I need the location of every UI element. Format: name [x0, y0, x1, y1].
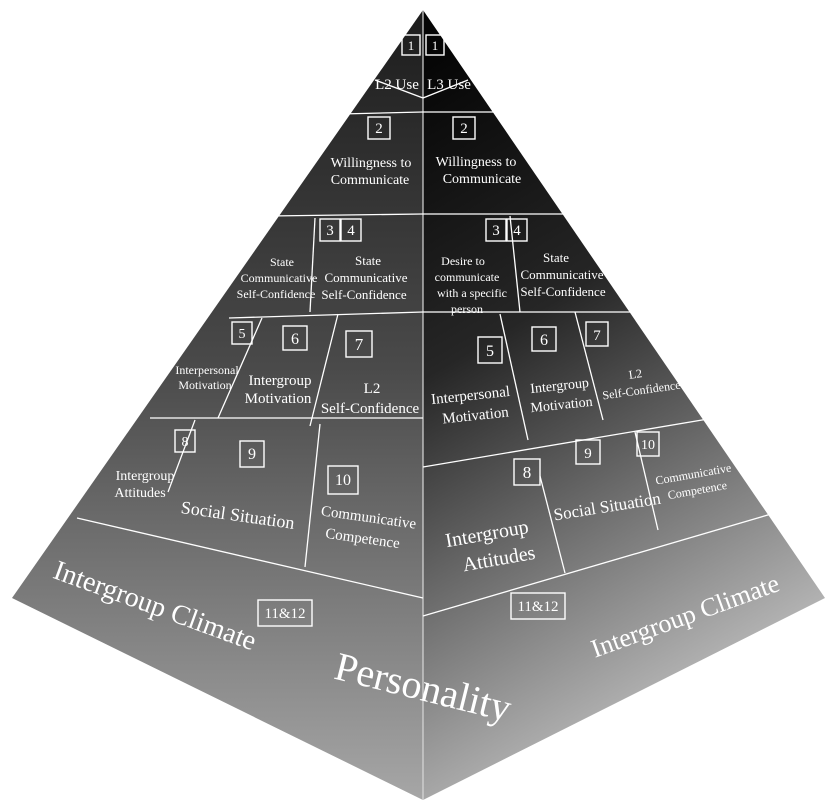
- left-6-line2: Motivation: [245, 391, 312, 407]
- right-7-line1: L2: [628, 366, 643, 382]
- right-num-6: 6: [540, 332, 548, 349]
- left-6-line1: Intergroup: [248, 373, 311, 389]
- left-label-l2-use: L2 Use: [375, 77, 419, 93]
- right-num-2: 2: [460, 121, 468, 137]
- left-8-line1: Intergroup: [116, 469, 175, 484]
- left-num-11-12: 11&12: [264, 606, 305, 622]
- right-number-boxes: [425, 34, 660, 620]
- left-number-boxes: [174, 34, 421, 627]
- right-num-11-12: 11&12: [517, 599, 558, 615]
- left-5-line2: Motivation: [178, 378, 231, 392]
- right-4-line3: Self-Confidence: [520, 284, 605, 299]
- left-3-line1: State: [270, 255, 294, 269]
- right-label-wtc-1: Willingness to: [436, 155, 517, 170]
- right-num-8: 8: [523, 463, 532, 482]
- left-face-lines: [76, 79, 424, 599]
- left-tier-4c: 7 L2 Self-Confidence: [321, 335, 420, 417]
- right-tier-3b: 4 State Communicative Self-Confidence: [513, 223, 606, 299]
- right-6-line2: Motivation: [530, 395, 593, 416]
- left-num-1: 1: [408, 38, 415, 53]
- right-tier-3a: 3 Desire to communicate with a specific …: [435, 223, 507, 316]
- left-4-line3: Self-Confidence: [321, 287, 406, 302]
- left-7-line1: L2: [364, 381, 381, 397]
- left-tier-3a: 3 State Communicative Self-Confidence: [237, 223, 334, 301]
- right-tier-2: 2 Willingness to Communicate: [436, 121, 522, 187]
- right-4-line2: Communicative: [520, 267, 603, 282]
- left-num-10: 10: [335, 472, 351, 489]
- left-5-line1: Interpersonal: [175, 363, 239, 377]
- left-num-4: 4: [347, 223, 355, 239]
- right-label-l3-use: L3 Use: [427, 77, 471, 93]
- left-3-line2: Communicative: [241, 271, 318, 285]
- right-num-5: 5: [486, 343, 494, 360]
- right-6-line1: Intergroup: [530, 376, 590, 397]
- left-num-6: 6: [291, 331, 299, 348]
- left-tier-1: 1 L2 Use: [375, 38, 419, 93]
- left-tier-2: 2 Willingness to Communicate: [331, 121, 412, 188]
- right-3-line1: Desire to: [441, 254, 485, 268]
- right-num-10: 10: [641, 438, 655, 453]
- left-4-line1: State: [355, 253, 381, 268]
- left-num-9: 9: [248, 446, 256, 463]
- right-3-line4: person: [451, 302, 483, 316]
- left-4-line2: Communicative: [324, 270, 407, 285]
- left-label-wtc-2: Communicate: [331, 173, 410, 188]
- left-3-line3: Self-Confidence: [237, 287, 316, 301]
- left-num-5: 5: [239, 327, 246, 342]
- right-5-line2: Motivation: [442, 405, 510, 428]
- right-tier-4b: 6 Intergroup Motivation: [530, 332, 594, 416]
- right-face: [423, 10, 825, 800]
- left-8-line2: Attitudes: [114, 486, 165, 501]
- left-num-3: 3: [326, 223, 334, 239]
- right-num-7: 7: [593, 328, 601, 344]
- left-num-8: 8: [182, 435, 189, 450]
- right-4-line1: State: [543, 250, 569, 265]
- right-3-line2: communicate: [435, 270, 500, 284]
- left-tier-4b: 6 Intergroup Motivation: [245, 331, 312, 407]
- right-num-1: 1: [432, 38, 439, 53]
- right-3-line3: with a specific: [437, 286, 507, 300]
- left-num-7: 7: [355, 335, 364, 354]
- right-face-lines: [422, 79, 779, 617]
- right-num-3: 3: [492, 223, 500, 239]
- left-num-2: 2: [375, 121, 383, 137]
- right-label-wtc-2: Communicate: [443, 172, 522, 187]
- right-num-9: 9: [584, 446, 592, 462]
- right-num-4: 4: [513, 223, 521, 239]
- left-tier-4a: 5 Interpersonal Motivation: [175, 327, 245, 392]
- left-face: [12, 10, 423, 800]
- left-7-line2: Self-Confidence: [321, 401, 420, 417]
- left-label-wtc-1: Willingness to: [331, 156, 412, 171]
- left-tier-3b: 4 State Communicative Self-Confidence: [321, 223, 407, 302]
- right-tier-1: 1 L3 Use: [427, 38, 471, 93]
- left-tier-5a: 8 Intergroup Attitudes: [114, 435, 188, 501]
